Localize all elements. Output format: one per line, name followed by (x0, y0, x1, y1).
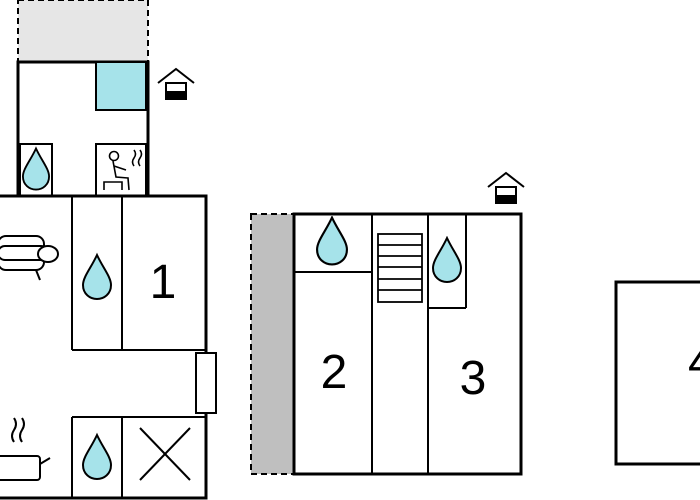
wall-strip (250, 213, 295, 475)
sofa-icon (0, 235, 59, 281)
right-building (614, 280, 700, 466)
cross-icon (139, 427, 191, 481)
sauna-icon (103, 149, 143, 191)
window-icon (195, 352, 217, 414)
house-icon (487, 172, 525, 204)
room-number-3: 3 (460, 352, 487, 405)
room-number-4: 4 (688, 336, 700, 389)
room-number-1: 1 (150, 256, 177, 309)
terrace-area (17, 0, 149, 63)
house-icon (157, 68, 195, 100)
cooking-pot-icon (0, 417, 51, 481)
upper-window (95, 61, 147, 111)
stairs-icon (377, 233, 423, 303)
room-number-2: 2 (321, 346, 348, 399)
